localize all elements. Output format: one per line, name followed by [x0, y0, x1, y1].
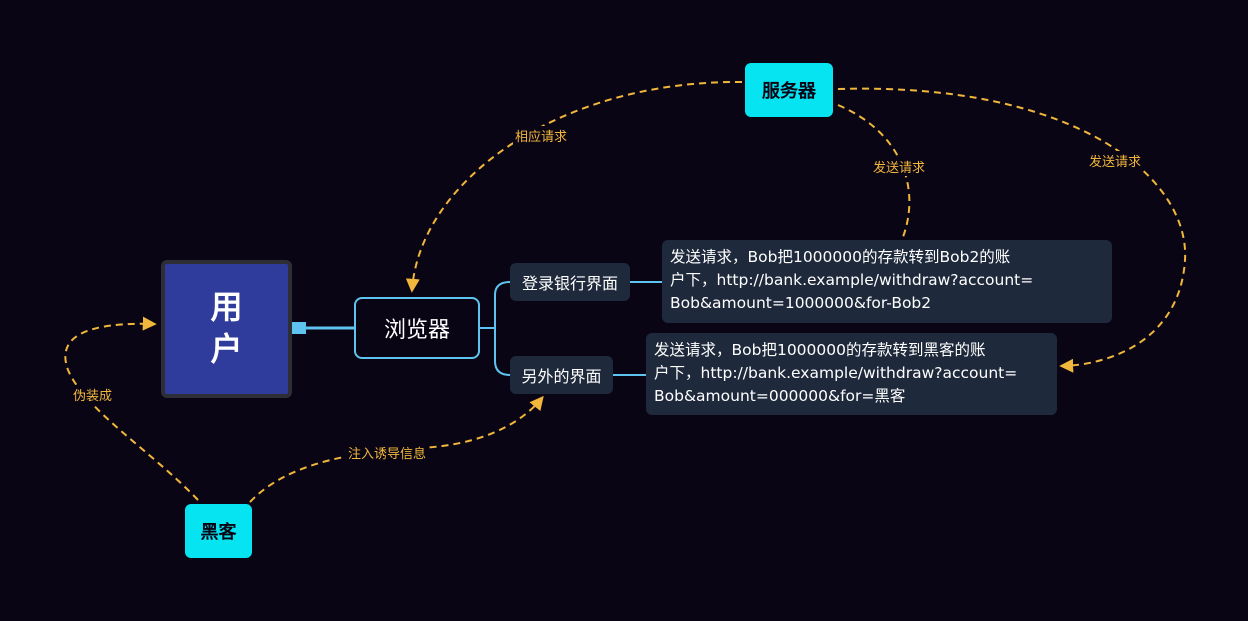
login-request-note[interactable]: 发送请求，Bob把1000000的存款转到Bob2的账 户下，http://ba…: [662, 240, 1112, 323]
note-line: Bob&amount=1000000&for-Bob2: [670, 294, 932, 312]
hacker-label: 黑客: [200, 522, 237, 543]
browser-branch-link: [480, 281, 511, 376]
note-line: Bob&amount=000000&for=黑客: [654, 387, 906, 405]
note-line: 发送请求，Bob把1000000的存款转到Bob2的账: [670, 248, 1011, 266]
server-label: 服务器: [762, 81, 816, 102]
login-bank-label: 登录银行界面: [521, 274, 618, 293]
browser-label: 浏览器: [383, 318, 450, 343]
inject-edge-label: 注入诱导信息: [346, 443, 429, 462]
respond-curve: [405, 80, 743, 293]
server-node[interactable]: 服务器: [745, 63, 833, 117]
browser-node[interactable]: 浏览器: [354, 297, 480, 359]
disguise-edge-label: 伪装成: [71, 385, 115, 404]
other-page-branch[interactable]: 另外的界面: [510, 356, 613, 394]
respond-edge-label: 相应请求: [513, 126, 570, 145]
user-label: 用户: [210, 288, 243, 368]
login-bank-branch[interactable]: 登录银行界面: [510, 263, 630, 301]
other-request-note[interactable]: 发送请求，Bob把1000000的存款转到黑客的账 户下，http://bank…: [646, 333, 1057, 415]
note-line: 发送请求，Bob把1000000的存款转到黑客的账: [654, 341, 986, 359]
disguise-curve: [64, 316, 199, 501]
send-edge-label-1: 发送请求: [871, 157, 928, 176]
hacker-node[interactable]: 黑客: [185, 504, 252, 558]
send-curve-2: [837, 87, 1187, 373]
note-line: 户下，http://bank.example/withdraw?account=: [670, 271, 1034, 289]
send-edge-label-2: 发送请求: [1087, 151, 1144, 170]
user-connector-square: [292, 322, 306, 334]
user-node[interactable]: 用户: [161, 260, 292, 398]
note-line: 户下，http://bank.example/withdraw?account=: [654, 364, 1018, 382]
other-page-label: 另外的界面: [521, 367, 602, 386]
